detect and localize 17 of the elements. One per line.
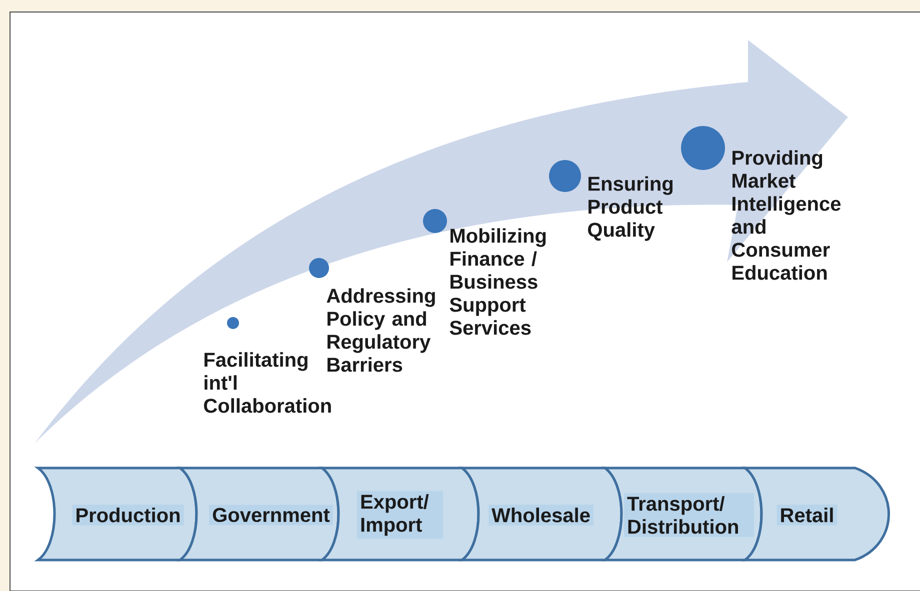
node-label: Wholesale bbox=[492, 508, 590, 522]
milestone-dot bbox=[549, 160, 581, 192]
node-label: Production bbox=[76, 508, 180, 522]
milestone-dot bbox=[681, 126, 725, 170]
pipe-segment: Wholesale bbox=[460, 466, 623, 562]
stage-label: Ensuring Product Quality bbox=[588, 176, 673, 241]
pipe-segment: Government bbox=[178, 466, 340, 562]
node-label: Transport/ Distribution bbox=[627, 496, 738, 534]
milestone-dot bbox=[423, 208, 447, 233]
milestone-dot bbox=[227, 316, 239, 329]
pipe-segment: Retail bbox=[744, 466, 890, 562]
node-label: Export/ Import bbox=[361, 494, 429, 536]
stage-label: Providing Market Intelligence and Consumer Education bbox=[732, 150, 841, 280]
stage-label: Mobilizing Finance / Business Support Services bbox=[450, 228, 546, 335]
pipe-segment: Transport/ Distribution bbox=[604, 466, 763, 562]
pipe-segment: Production bbox=[36, 466, 198, 562]
milestone-dot bbox=[309, 258, 329, 278]
